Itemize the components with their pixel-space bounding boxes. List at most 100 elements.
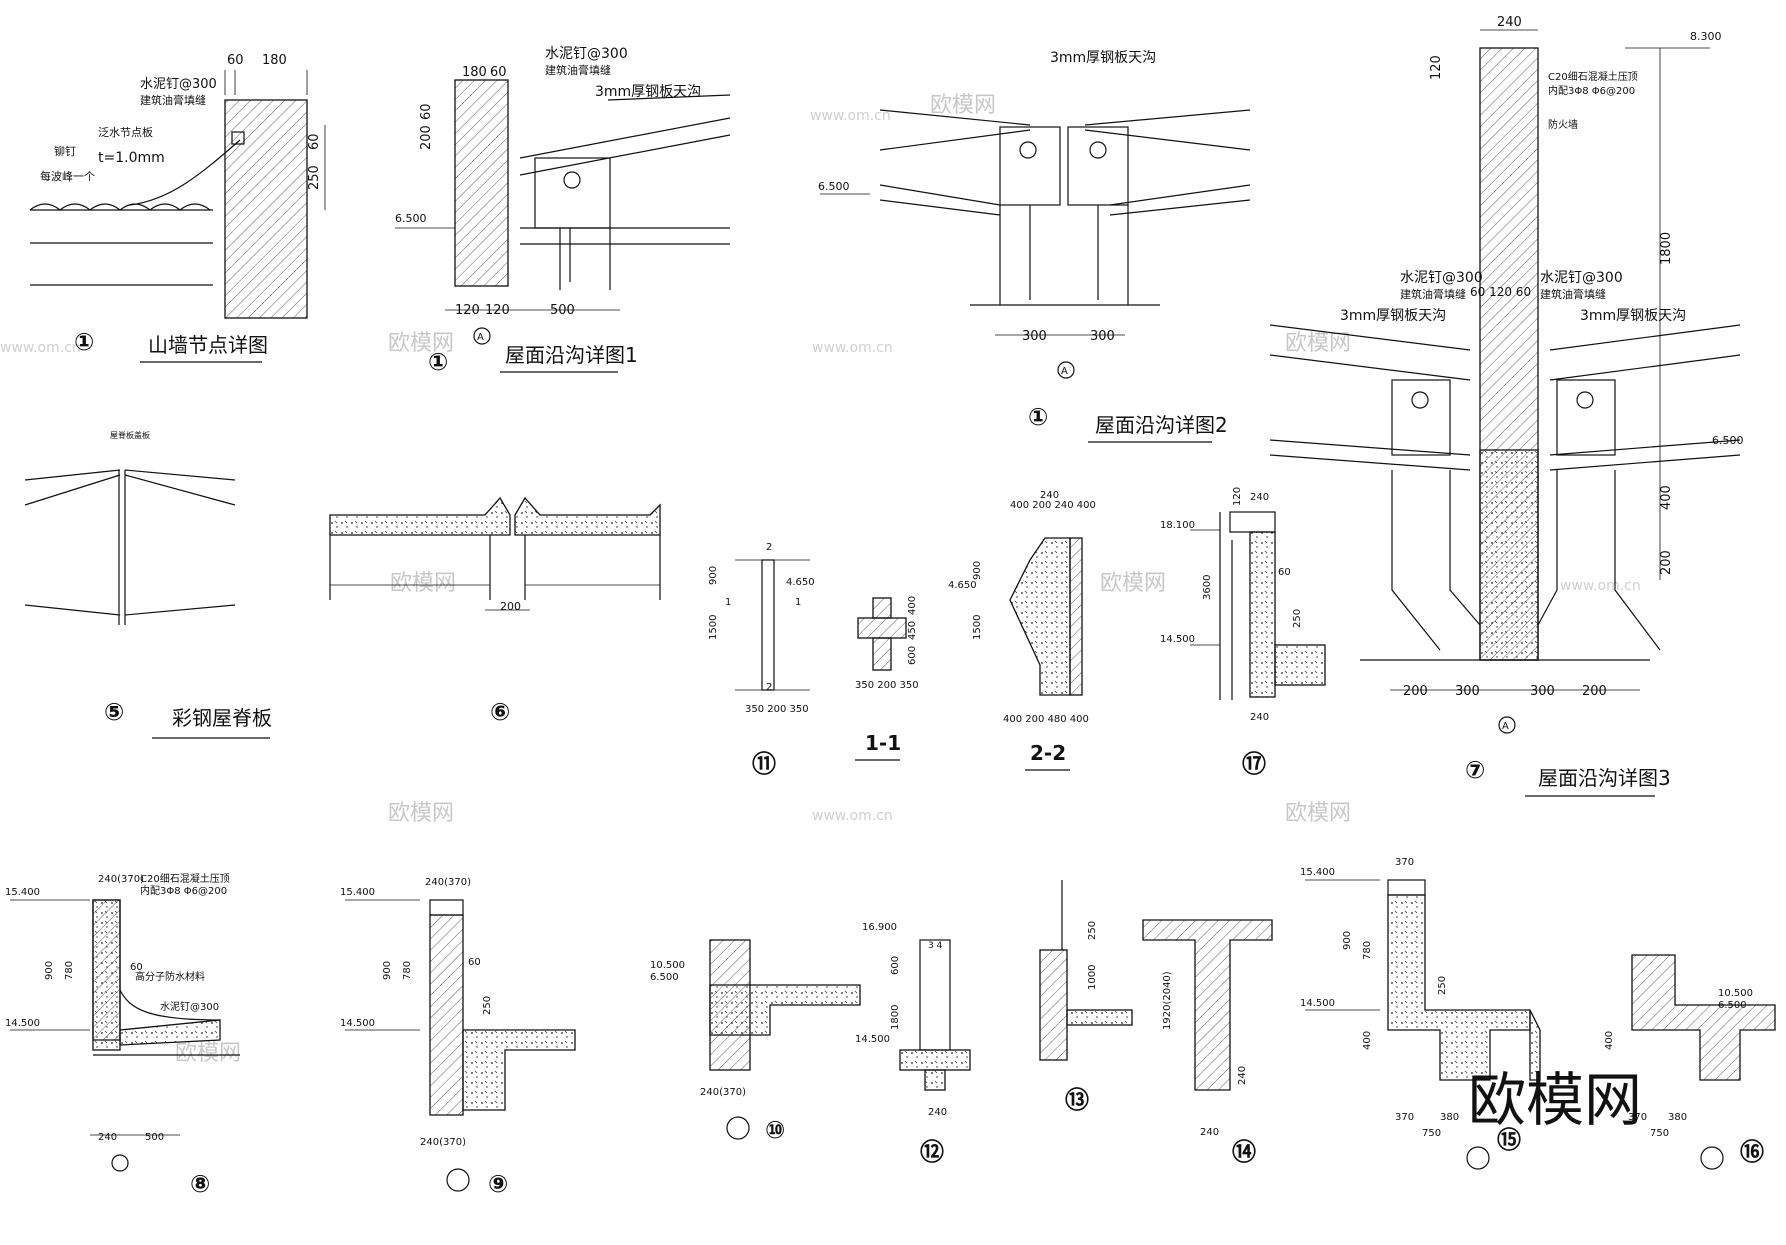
dimension-label: 400 bbox=[1604, 1031, 1615, 1050]
drawing-stroke bbox=[29, 203, 211, 211]
dimension-label: 240 bbox=[1250, 712, 1269, 723]
wall-section bbox=[454, 79, 509, 287]
drawing-stroke bbox=[1549, 454, 1741, 471]
drawing-stroke bbox=[1249, 531, 1276, 698]
dimension-label: 350 200 350 bbox=[745, 704, 809, 715]
dimension-label: 15.400 bbox=[5, 887, 40, 898]
dimension-label: 200 bbox=[1582, 684, 1607, 699]
dimension-label: 350 200 350 bbox=[855, 680, 919, 691]
dimension-label: 8.300 bbox=[1690, 30, 1722, 43]
dimension-label: 400 bbox=[907, 596, 918, 615]
detail-number: ⑰ bbox=[1242, 750, 1266, 778]
dimension-label: 370 bbox=[1395, 857, 1414, 868]
drawing-stroke bbox=[761, 559, 775, 691]
dimension-label: 1920(2040) bbox=[1162, 971, 1173, 1030]
drawing-stroke bbox=[24, 474, 121, 506]
dimension-label: 14.500 bbox=[1160, 634, 1195, 645]
drawing-stroke bbox=[1556, 379, 1616, 456]
detail-number: ⑩ bbox=[765, 1116, 785, 1144]
dimension-label: 240(370) bbox=[425, 877, 471, 888]
dimension-label: C20细石混凝土压顶 bbox=[140, 872, 230, 885]
section-title: 2-2 bbox=[1030, 741, 1066, 765]
dimension-label: 450 bbox=[907, 621, 918, 640]
reference-circle bbox=[1576, 391, 1594, 409]
dimension-label: 400 200 240 400 bbox=[1010, 500, 1096, 511]
detail-column-11: 4.650 900 1500 1 1 2 2 350 200 350 ⑪ bbox=[708, 542, 815, 778]
dimension-label: 6.500 bbox=[650, 972, 679, 983]
detail-number: ⑮ bbox=[1497, 1126, 1521, 1154]
drawing-stroke bbox=[1387, 879, 1426, 896]
detail-number: ⑫ bbox=[920, 1138, 944, 1166]
dimension-label: A bbox=[1061, 366, 1068, 377]
dimension-label: 600 bbox=[890, 956, 901, 975]
dimension-label: 屋脊板盖板 bbox=[110, 430, 150, 440]
dimension-label: 水泥钉@300 bbox=[1540, 270, 1623, 286]
dimension-label: 240 bbox=[1250, 492, 1269, 503]
drawing-stroke bbox=[1084, 109, 1251, 126]
detail-10: 10.500 6.500 240(370) ⑩ bbox=[650, 939, 861, 1144]
dimension-label: 900 bbox=[708, 566, 719, 585]
dimension-label: 60 120 60 bbox=[1470, 285, 1531, 299]
dimension-label: 60 bbox=[490, 65, 507, 80]
reference-circle bbox=[473, 327, 491, 345]
reference-circle bbox=[1466, 1146, 1490, 1170]
dimension-label: 14.500 bbox=[5, 1018, 40, 1029]
drawing-stroke bbox=[129, 139, 241, 206]
drawing-stroke bbox=[919, 939, 951, 1051]
dimension-label: 370 bbox=[1395, 1112, 1414, 1123]
drawing-stroke bbox=[709, 984, 861, 1036]
dimension-label: 250 bbox=[1292, 609, 1303, 628]
dimension-label: 60 bbox=[227, 53, 244, 68]
dimension-label: 水泥钉@300 bbox=[140, 77, 217, 92]
detail-ridge-cap: 屋脊板盖板 ⑤ 彩钢屋脊板 bbox=[24, 430, 272, 739]
dimension-label: 1500 bbox=[708, 615, 719, 640]
detail-13: 250 1000 ⑬ bbox=[1039, 880, 1133, 1114]
brand-logo-watermark: 欧模网 bbox=[1468, 1066, 1642, 1134]
dimension-label: A bbox=[477, 332, 484, 343]
dimension-label: 240 bbox=[1237, 1066, 1248, 1085]
watermark-url: www.om.cn bbox=[1560, 578, 1641, 594]
watermark-text: 欧模网 bbox=[1285, 801, 1351, 826]
reference-circle bbox=[1411, 391, 1429, 409]
drawing-stroke bbox=[1387, 894, 1531, 1081]
wall-section bbox=[224, 99, 308, 319]
dimension-label: 60 bbox=[468, 957, 481, 968]
detail-gutter-3: 240 8.300 C20细石混凝土压顶 内配3Φ8 Φ6@200 防火墙 12… bbox=[1269, 15, 1744, 797]
dimension-label: C20细石混凝土压顶 bbox=[1548, 70, 1638, 83]
reference-circle bbox=[111, 1154, 129, 1172]
drawing-stroke bbox=[899, 1049, 971, 1071]
drawing-stroke bbox=[1109, 199, 1251, 216]
dimension-label: 建筑油膏填缝 bbox=[1400, 287, 1466, 301]
dimension-label: 15.400 bbox=[1300, 867, 1335, 878]
drawing-stroke bbox=[872, 637, 892, 671]
section-title: 1-1 bbox=[865, 731, 901, 755]
dimension-label: A bbox=[1502, 721, 1509, 732]
detail-number: ⑦ bbox=[1465, 756, 1485, 784]
detail-number: ⑥ bbox=[490, 698, 510, 726]
dimension-label: 4.650 bbox=[948, 580, 977, 591]
reference-circle bbox=[1019, 141, 1037, 159]
drawing-stroke bbox=[534, 157, 611, 229]
drawing-stroke bbox=[119, 989, 221, 1021]
drawing-stroke bbox=[1529, 1009, 1541, 1081]
drawing-stroke bbox=[1039, 949, 1068, 1061]
reference-circle bbox=[726, 1116, 750, 1140]
watermark-url: www.om.cn bbox=[812, 340, 893, 356]
drawing-stroke bbox=[879, 129, 1031, 151]
watermark-text: 欧模网 bbox=[1285, 331, 1351, 356]
drawing-stroke bbox=[879, 109, 1031, 126]
dimension-label: 1 bbox=[725, 597, 731, 608]
detail-number: ① bbox=[428, 348, 448, 376]
dimension-label: 300 bbox=[1455, 684, 1480, 699]
concrete-section bbox=[1479, 449, 1539, 661]
dimension-label: 900 bbox=[972, 561, 983, 580]
drawing-stroke bbox=[1549, 354, 1741, 381]
dimension-label: 900 bbox=[1342, 931, 1353, 950]
dimension-label: 120 bbox=[455, 303, 480, 318]
dimension-label: 3mm厚钢板天沟 bbox=[595, 84, 701, 100]
dimension-label: 250 bbox=[307, 165, 322, 190]
dimension-label: 780 bbox=[64, 961, 75, 980]
detail-title: 彩钢屋脊板 bbox=[172, 706, 272, 730]
dimension-label: 内配3Φ8 Φ6@200 bbox=[1548, 84, 1635, 97]
detail-16: 10.500 6.500 400 370 380 750 ⑯ bbox=[1604, 954, 1776, 1170]
